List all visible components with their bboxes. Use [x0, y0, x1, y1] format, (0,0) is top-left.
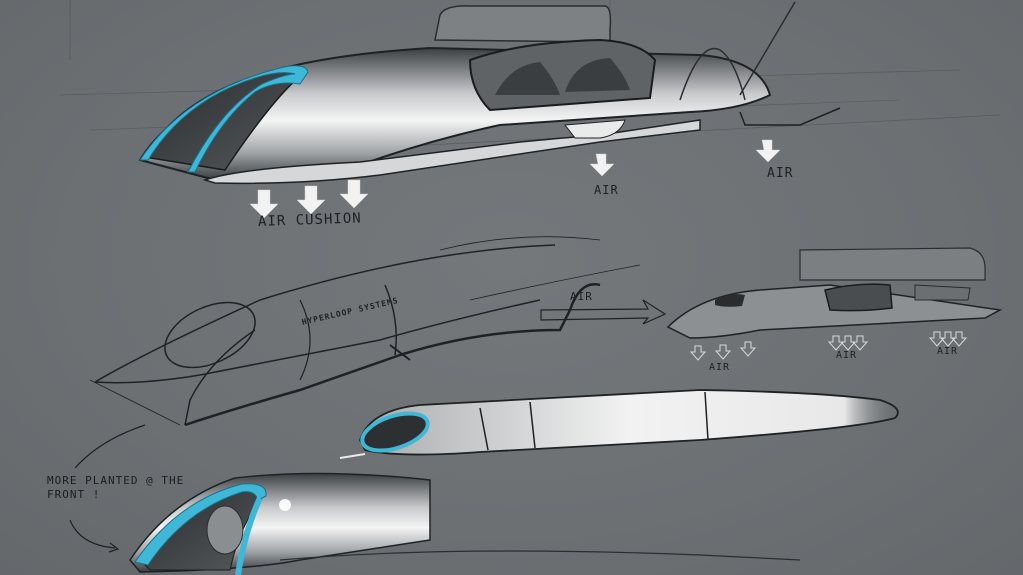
arrow-down-icon [950, 331, 968, 347]
air-label-top-middle: AIR [594, 183, 619, 197]
front-planted-note: MORE PLANTED @ THE FRONT ! [47, 474, 185, 501]
small-air-arrows [689, 331, 968, 361]
air-cushion-arrows [249, 139, 781, 219]
front-capsule [129, 472, 801, 575]
air-label-small-middle: AIR [836, 350, 858, 361]
arrow-down-icon [339, 179, 369, 209]
note-pointer-arrows [69, 424, 146, 553]
arrow-down-icon [851, 335, 869, 351]
arrow-right-icon [540, 299, 667, 325]
arrow-down-icon [928, 331, 946, 347]
arrow-down-icon [589, 153, 615, 177]
arrow-down-icon [296, 185, 326, 215]
top-capsule [138, 1, 841, 185]
arrow-down-icon [939, 331, 957, 347]
arrow-down-icon [714, 344, 732, 360]
arrow-down-icon [839, 335, 857, 351]
air-inflow-label: AIR [570, 290, 593, 303]
air-inflow-arrow [540, 299, 667, 325]
arrow-down-icon [249, 189, 279, 219]
curved-arrow-icon [69, 519, 116, 549]
line-art-capsule [89, 236, 641, 427]
side-view-capsule [666, 247, 1003, 339]
arrow-down-icon [755, 139, 781, 163]
air-label-top-right: AIR [767, 166, 794, 181]
long-capsule [339, 389, 899, 459]
air-label-small-left: AIR [709, 362, 731, 373]
arrow-down-icon [689, 345, 707, 361]
arrow-down-icon [827, 335, 845, 351]
arrow-down-icon [739, 341, 757, 357]
air-label-small-right: AIR [937, 346, 959, 357]
